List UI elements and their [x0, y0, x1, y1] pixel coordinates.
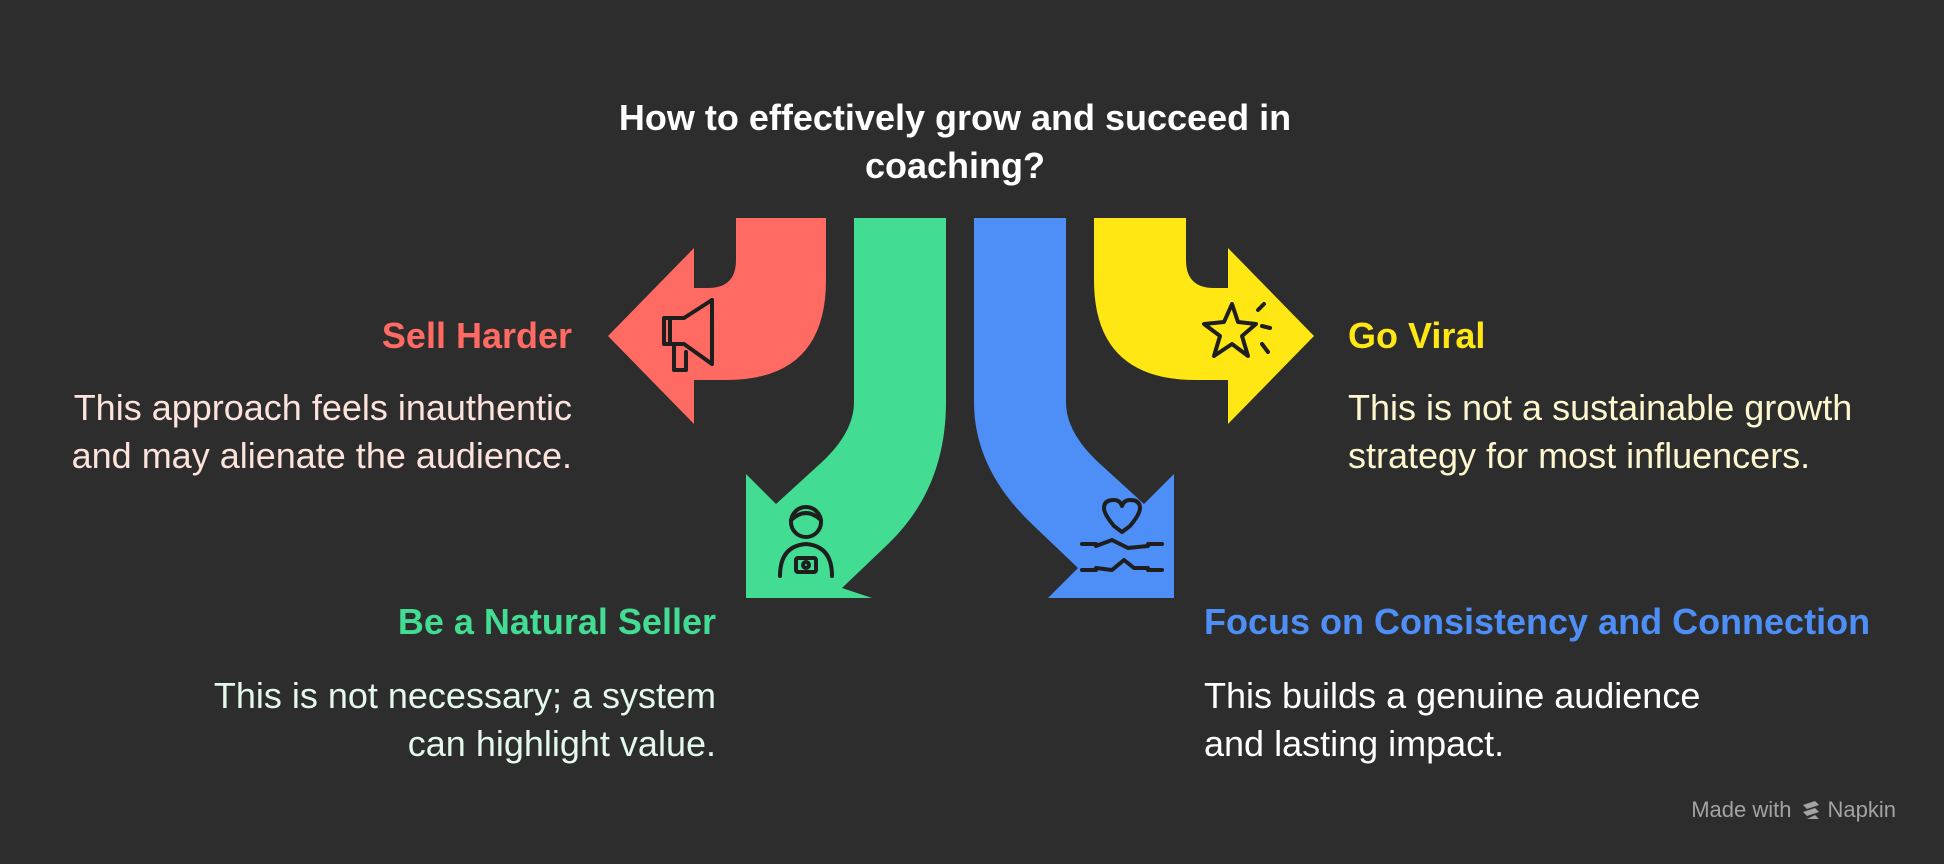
natural-seller-description: This is not necessary; a system can high… — [213, 675, 716, 764]
person-with-camera-icon — [778, 505, 834, 578]
sell-harder-arrow — [608, 218, 826, 424]
megaphone-icon — [662, 298, 714, 372]
go-viral-arrow — [1094, 218, 1314, 424]
natural-seller-heading: Be a Natural Seller — [397, 601, 716, 642]
handshake-heart-icon — [1080, 498, 1164, 572]
focus-heading: Focus on Consistency and Connection — [1204, 601, 1871, 642]
go-viral-heading: Go Viral — [1348, 315, 1486, 356]
sell-harder-description: This approach feels inauthentic and may … — [71, 387, 572, 476]
made-with-label: Made with — [1691, 797, 1792, 822]
star-sparkle-icon — [1202, 302, 1272, 358]
made-with-footer[interactable]: Made with Napkin — [1691, 796, 1896, 824]
focus-description: This builds a genuine audience and lasti… — [1204, 675, 1701, 764]
go-viral-description: This is not a sustainable growth strateg… — [1348, 387, 1853, 476]
napkin-brand: Napkin — [1800, 796, 1896, 824]
natural-seller-arrow — [746, 218, 946, 598]
diagram-title: How to effectively grow and succeed in c… — [618, 97, 1292, 186]
napkin-brand-label: Napkin — [1827, 797, 1896, 822]
sell-harder-heading: Sell Harder — [381, 315, 572, 356]
napkin-logo-icon — [1802, 801, 1819, 819]
